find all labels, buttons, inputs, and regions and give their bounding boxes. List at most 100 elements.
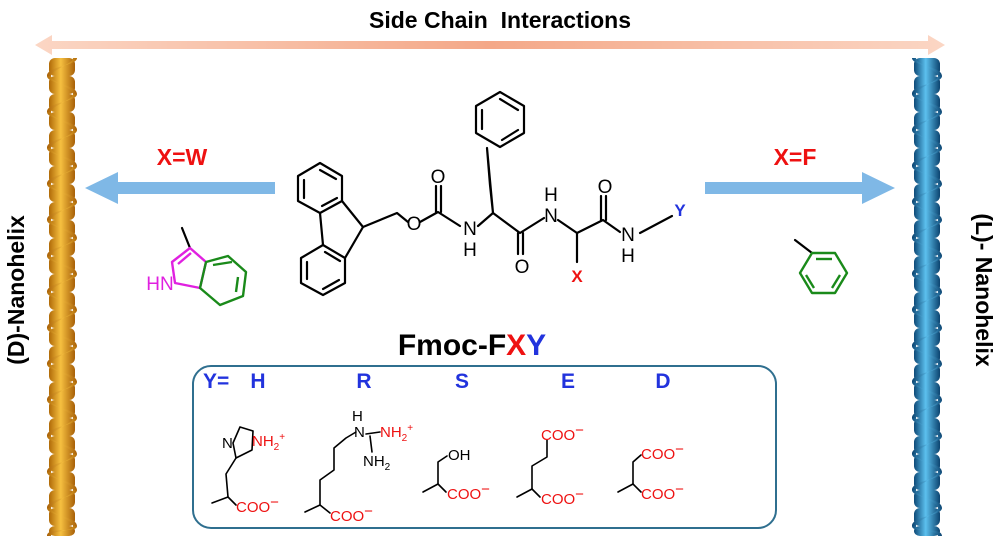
- helix-strand: [912, 166, 942, 184]
- helix-strand: [912, 328, 942, 346]
- helix-strand: [912, 364, 942, 382]
- helix-strand: [47, 166, 77, 184]
- residue-r: R: [356, 370, 371, 393]
- helix-strand: [912, 94, 942, 112]
- svg-text:H: H: [544, 185, 558, 206]
- helix-strand: [912, 418, 942, 436]
- helix-strand: [47, 94, 77, 112]
- double-arrow: [35, 35, 945, 55]
- residue-h: H: [250, 370, 265, 393]
- l-nanohelix-image: [912, 58, 942, 536]
- svg-text:N: N: [621, 225, 635, 246]
- svg-text:H: H: [352, 408, 363, 425]
- svg-text:X: X: [571, 267, 583, 286]
- helix-strand: [912, 436, 942, 454]
- helix-strand: [47, 274, 77, 292]
- svg-text:COO−: COO−: [447, 481, 490, 503]
- d-nanohelix-image: [47, 58, 77, 536]
- helix-strand: [912, 472, 942, 490]
- helix-strand: [912, 220, 942, 238]
- svg-text:COO−: COO−: [641, 441, 684, 463]
- helix-strand: [912, 256, 942, 274]
- helix-strand: [912, 382, 942, 400]
- svg-text:N: N: [222, 435, 233, 452]
- helix-strand: [912, 292, 942, 310]
- helix-strand: [47, 364, 77, 382]
- svg-text:H: H: [463, 240, 477, 261]
- helix-strand: [912, 148, 942, 166]
- svg-text:N: N: [463, 219, 477, 240]
- helix-strand: [912, 526, 942, 536]
- svg-text:COO−: COO−: [541, 486, 584, 508]
- svg-text:H: H: [621, 246, 635, 267]
- helix-strand: [47, 292, 77, 310]
- helix-strand: [47, 382, 77, 400]
- helix-strand: [47, 508, 77, 526]
- helix-strand: [47, 490, 77, 508]
- helix-strand: [912, 310, 942, 328]
- svg-text:COO−: COO−: [236, 494, 279, 516]
- svg-text:HN: HN: [146, 274, 173, 295]
- helix-strand: [47, 418, 77, 436]
- svg-text:OH: OH: [448, 447, 471, 464]
- helix-strand: [47, 346, 77, 364]
- svg-text:O: O: [407, 214, 422, 235]
- svg-text:COO−: COO−: [541, 422, 584, 444]
- residue-s: S: [455, 370, 469, 393]
- helix-strand: [912, 274, 942, 292]
- svg-text:N: N: [354, 424, 365, 441]
- d-nanohelix-label: (D)-Nanohelix: [3, 215, 29, 365]
- helix-strand: [912, 112, 942, 130]
- helix-strand: [912, 130, 942, 148]
- svg-text:NH2: NH2: [363, 453, 391, 473]
- left-arrow: [85, 172, 275, 204]
- helix-strand: [912, 58, 942, 76]
- y-prefix: Y=: [203, 370, 229, 393]
- residue-e: E: [561, 370, 575, 393]
- svg-text:Y: Y: [674, 201, 686, 220]
- svg-text:COO−: COO−: [330, 503, 373, 525]
- helix-strand: [912, 490, 942, 508]
- helix-strand: [47, 472, 77, 490]
- helix-strand: [912, 184, 942, 202]
- compound-name: Fmoc-FXY: [398, 329, 546, 362]
- helix-strand: [47, 148, 77, 166]
- svg-text:O: O: [515, 257, 530, 278]
- svg-text:NH2+: NH2+: [380, 423, 413, 444]
- helix-strand: [47, 454, 77, 472]
- helix-strand: [47, 238, 77, 256]
- title: Side Chain Interactions: [369, 7, 631, 33]
- helix-strand: [47, 58, 77, 76]
- helix-strand: [912, 238, 942, 256]
- helix-strand: [47, 76, 77, 94]
- svg-text:COO−: COO−: [641, 481, 684, 503]
- helix-strand: [47, 256, 77, 274]
- helix-strand: [47, 328, 77, 346]
- helix-strand: [912, 508, 942, 526]
- helix-strand: [912, 346, 942, 364]
- fmoc-fxy-structure: O O N H O N H X O N H Y: [296, 90, 686, 297]
- svg-text:NH2+: NH2+: [252, 432, 285, 453]
- svg-text:O: O: [598, 177, 613, 198]
- helix-strand: [47, 400, 77, 418]
- helix-strand: [912, 76, 942, 94]
- helix-strand: [47, 112, 77, 130]
- y-residue-box: [192, 365, 777, 529]
- toluene-structure: [793, 238, 849, 295]
- residue-structures: N NH2+ COO− H N NH2+ NH2 COO− OH COO− CO…: [211, 408, 684, 525]
- helix-strand: [912, 202, 942, 220]
- helix-strand: [47, 130, 77, 148]
- indole-structure: HN: [146, 226, 248, 307]
- svg-text:O: O: [431, 167, 446, 188]
- helix-strand: [912, 454, 942, 472]
- right-arrow: [705, 172, 895, 204]
- helix-strand: [47, 202, 77, 220]
- helix-strand: [47, 436, 77, 454]
- helix-strand: [47, 184, 77, 202]
- helix-strand: [912, 400, 942, 418]
- condition-x-w: X=W: [157, 144, 208, 170]
- l-nanohelix-label: (L)- Nanohelix: [971, 213, 997, 367]
- helix-strand: [47, 310, 77, 328]
- svg-text:N: N: [544, 206, 558, 227]
